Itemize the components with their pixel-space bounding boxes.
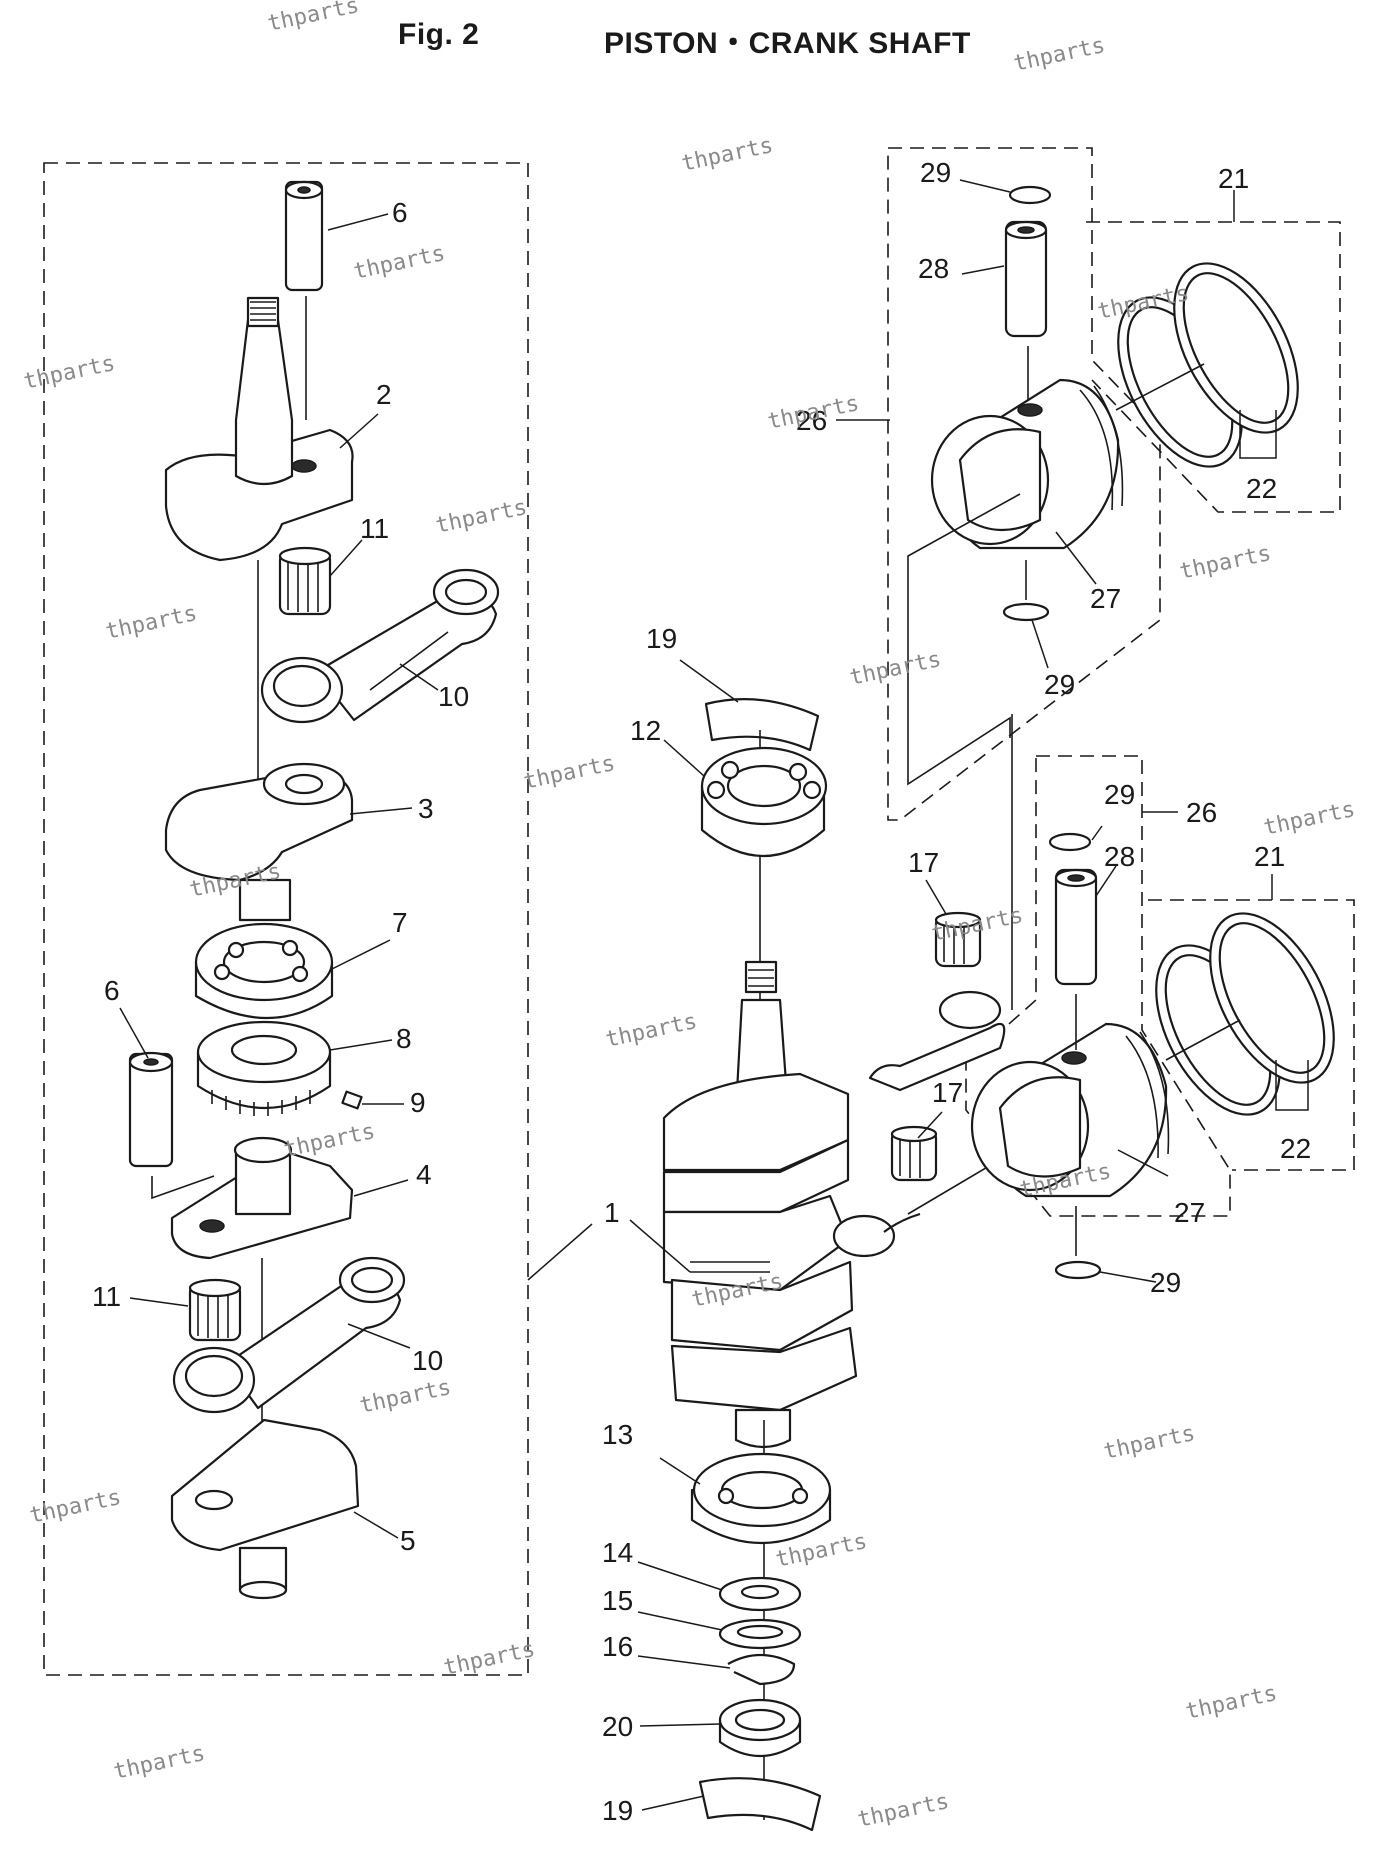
callout-7: 7 — [392, 907, 408, 938]
callout-27-lower: 27 — [1174, 1197, 1205, 1228]
leader-lines — [119, 179, 1309, 1811]
piston-27-lower — [970, 1022, 1170, 1198]
callout-6-lower: 6 — [104, 975, 120, 1006]
thrust-ring-bottom — [698, 1777, 822, 1832]
callout-26-upper: 26 — [796, 405, 827, 436]
callout-17-upper: 17 — [908, 847, 939, 878]
callout-1: 1 — [604, 1197, 620, 1228]
callout-10-lower: 10 — [412, 1345, 443, 1376]
washer-14 — [718, 1576, 802, 1612]
crank-web-top — [164, 296, 354, 562]
crank-web-5 — [170, 1418, 360, 1600]
washer-15 — [718, 1618, 802, 1650]
callout-19-lower: 19 — [602, 1795, 633, 1826]
piston-rings-22-lower — [1155, 912, 1335, 1116]
callout-29-a: 29 — [920, 157, 951, 188]
oil-seal-20 — [718, 1698, 802, 1758]
callout-26-lower: 26 — [1186, 797, 1217, 828]
circlip-29-upper-top — [1008, 185, 1052, 205]
needle-bearing-17-top — [934, 911, 982, 968]
piston-27-upper — [930, 378, 1124, 550]
figure-number: Fig. 2 — [398, 18, 480, 51]
callout-4: 4 — [416, 1159, 432, 1190]
crank-pin-upper — [284, 180, 324, 292]
thrust-ring-top — [704, 698, 820, 752]
callout-6-upper: 6 — [392, 197, 408, 228]
callout-29-d: 29 — [1150, 1267, 1181, 1298]
circlip-29-lower-bottom — [1054, 1260, 1102, 1280]
crank-pin-lower — [128, 1051, 174, 1168]
crank-web-4 — [170, 1136, 354, 1260]
piston-group-box-upper — [887, 147, 1161, 821]
callout-15: 15 — [602, 1585, 633, 1616]
ball-bearing-13 — [690, 1452, 832, 1544]
callout-21-lower: 21 — [1254, 841, 1285, 872]
crank-assembly-group-box — [43, 162, 529, 1676]
crank-web-3 — [164, 762, 354, 922]
callout-29-b: 29 — [1044, 669, 1075, 700]
callout-14: 14 — [602, 1537, 633, 1568]
circlip-29-lower-top — [1048, 832, 1092, 852]
callout-9: 9 — [410, 1087, 426, 1118]
callout-22-upper: 22 — [1246, 473, 1277, 504]
connecting-rod-lower — [172, 1256, 406, 1414]
callout-17-lower: 17 — [932, 1077, 963, 1108]
callout-13: 13 — [602, 1419, 633, 1450]
callout-16: 16 — [602, 1631, 633, 1662]
piston-rings-22-upper — [1117, 262, 1299, 468]
callout-numbers: 6 2 11 10 3 7 8 9 6 4 11 10 5 1 19 12 17… — [92, 157, 1311, 1826]
callout-5: 5 — [400, 1525, 416, 1556]
callout-22-lower: 22 — [1280, 1133, 1311, 1164]
ring-group-box-upper — [1086, 221, 1341, 513]
needle-bearing-17-lower — [890, 1125, 938, 1182]
needle-bearing-lower — [188, 1278, 242, 1342]
ball-bearing-12 — [700, 746, 828, 857]
callout-28-lower: 28 — [1104, 841, 1135, 872]
callout-28-upper: 28 — [918, 253, 949, 284]
connecting-rod-upper — [260, 568, 500, 724]
piston-pin-28-upper — [1004, 220, 1048, 338]
callout-8: 8 — [396, 1023, 412, 1054]
lock-nut-8 — [196, 1020, 332, 1116]
circlip-29-upper-bottom — [1002, 602, 1050, 622]
callout-3: 3 — [418, 793, 434, 824]
crankshaft-assembly — [662, 960, 1006, 1449]
piston-pin-28-lower — [1054, 868, 1098, 986]
callout-21-upper: 21 — [1218, 163, 1249, 194]
circlip-16 — [727, 1654, 796, 1686]
dowel-pin-9 — [341, 1090, 363, 1110]
callout-29-c: 29 — [1104, 779, 1135, 810]
callout-27-upper: 27 — [1090, 583, 1121, 614]
ring-group-box-lower — [1148, 899, 1355, 1171]
callout-20: 20 — [602, 1711, 633, 1742]
callout-11-upper: 11 — [360, 513, 389, 544]
figure-title: PISTON・CRANK SHAFT — [604, 27, 971, 60]
callout-19-upper: 19 — [646, 623, 677, 654]
ball-bearing-7 — [194, 922, 334, 1019]
callout-2: 2 — [376, 379, 392, 410]
callout-12: 12 — [630, 715, 661, 746]
callout-10-upper: 10 — [438, 681, 469, 712]
needle-bearing-upper — [278, 546, 332, 616]
callout-11-lower: 11 — [92, 1281, 121, 1312]
